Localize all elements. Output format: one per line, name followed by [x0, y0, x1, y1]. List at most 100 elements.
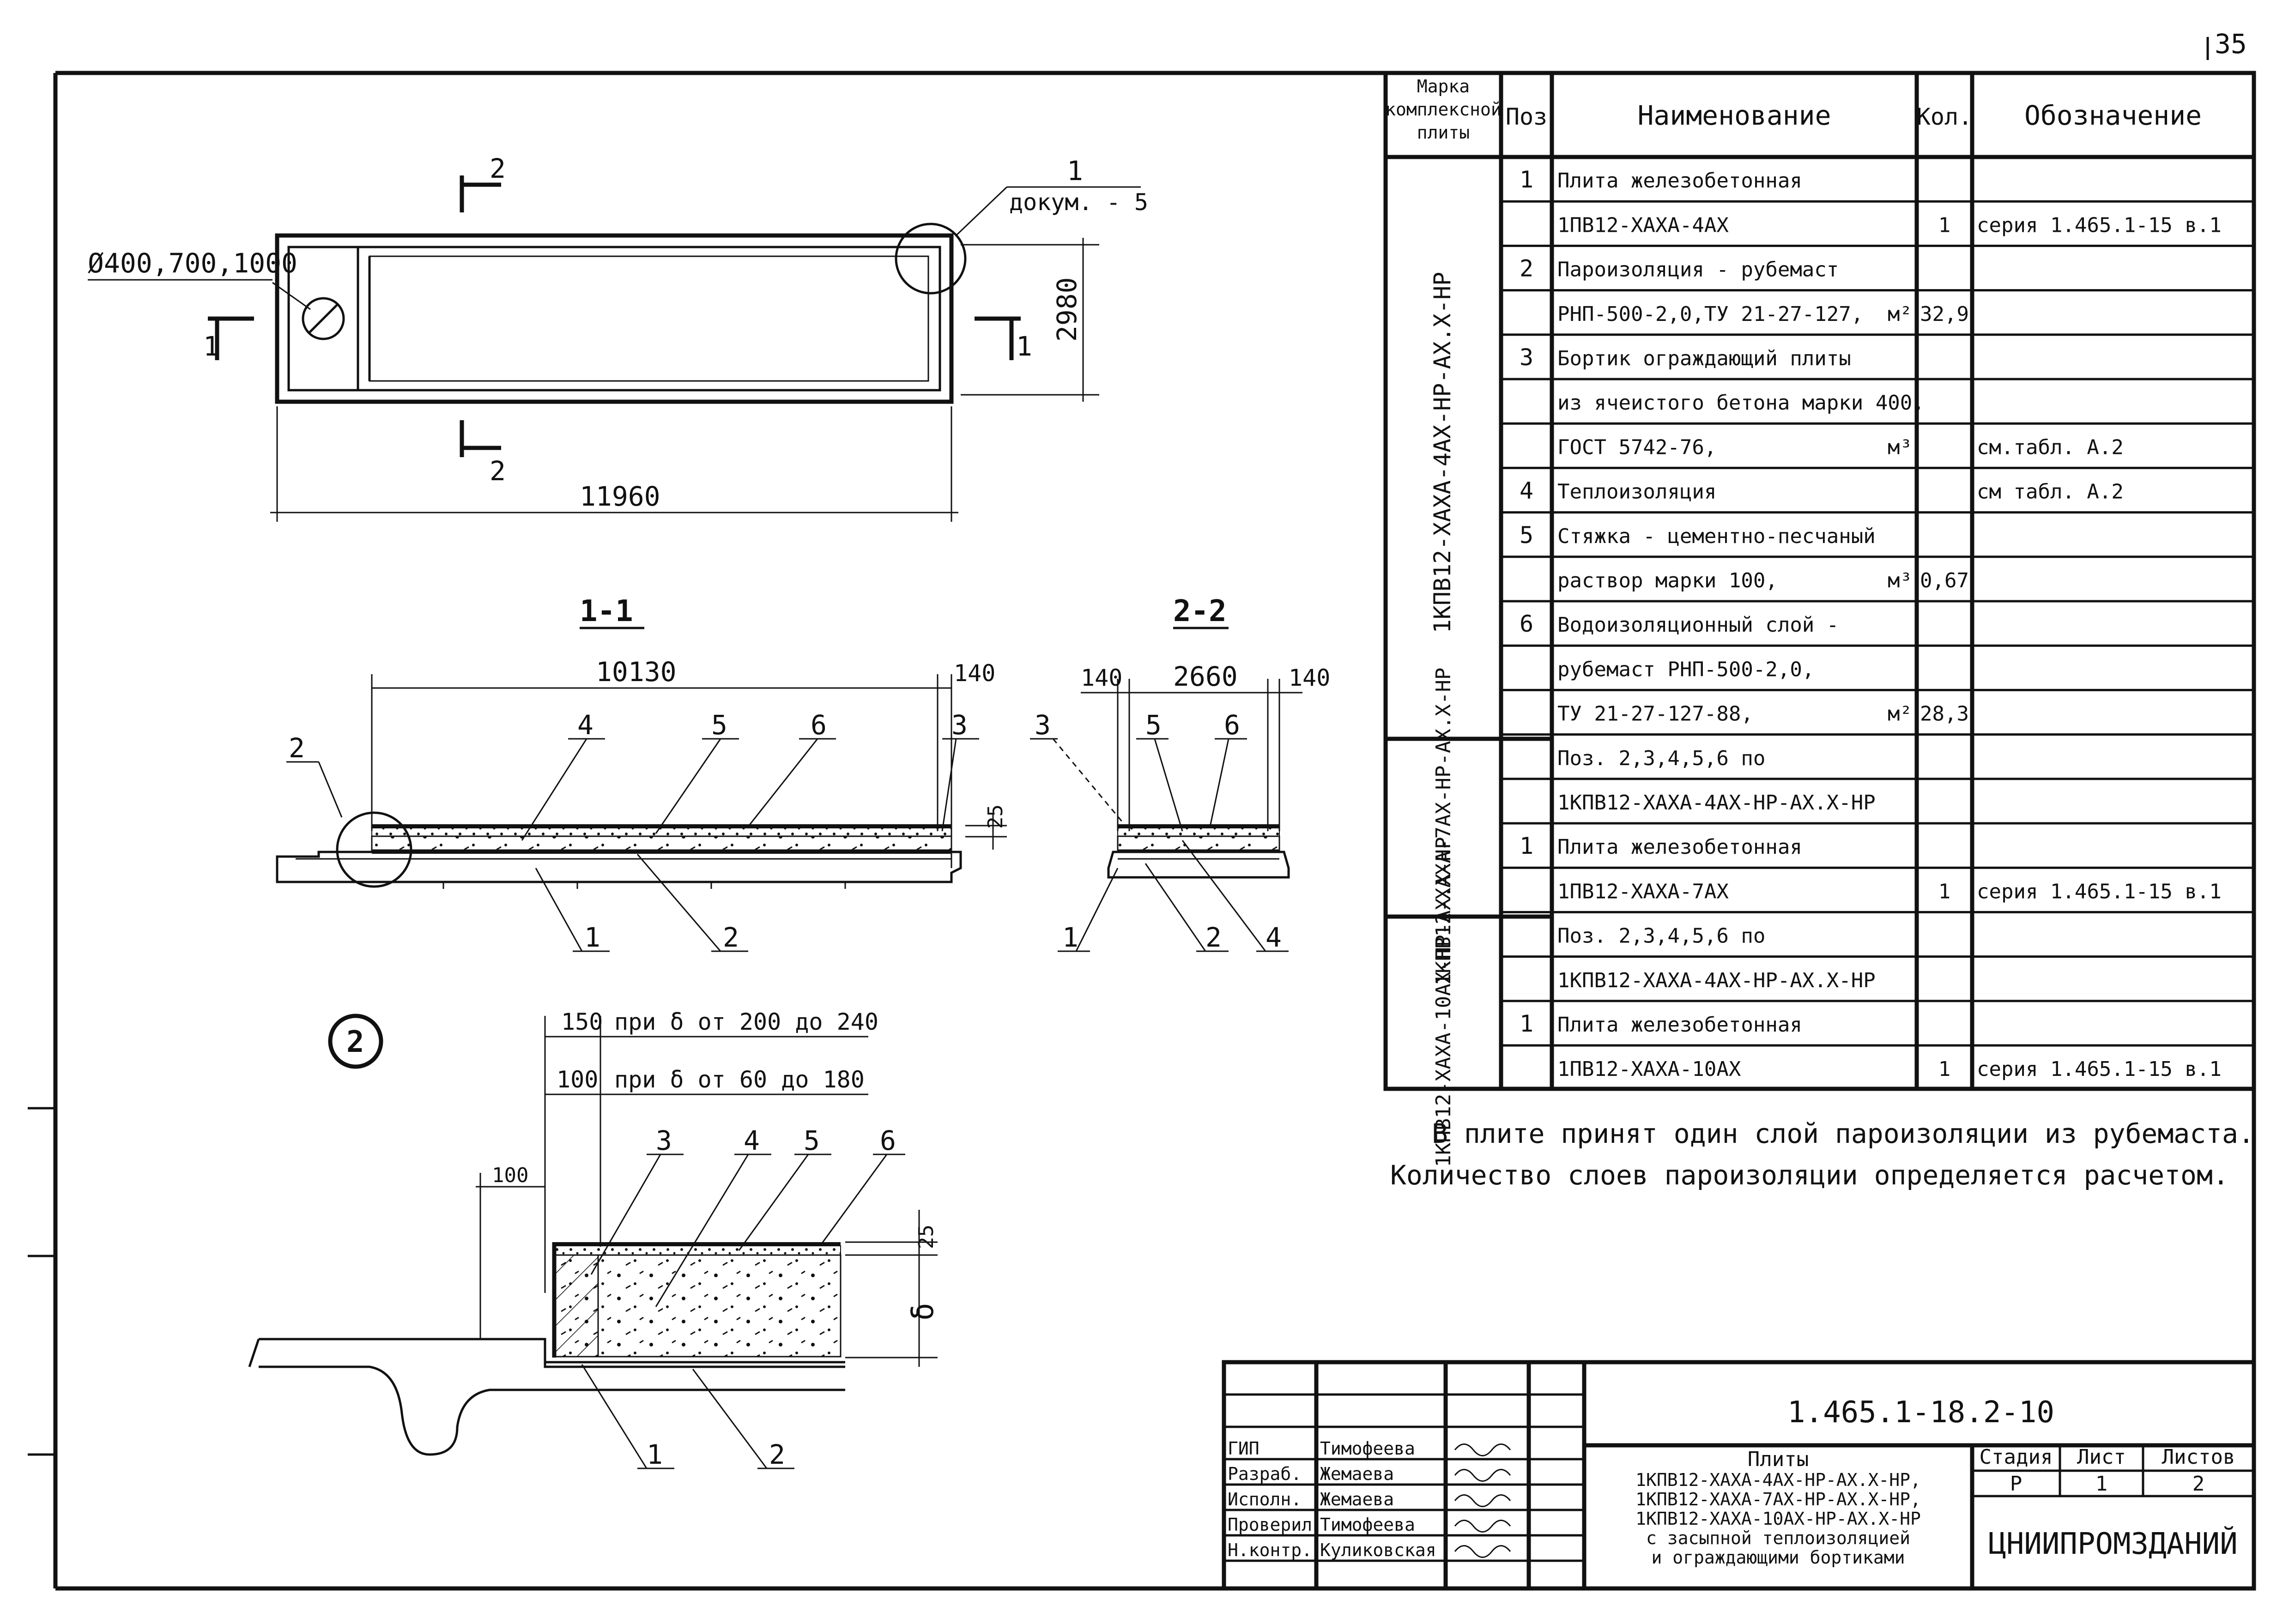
tb-desc-3: 1КПВ12-ХАХА-7АХ-НР-АХ.Х-НР,: [1635, 1489, 1921, 1509]
spec-pos: 5: [1520, 522, 1533, 549]
s22-callout-5: 5: [1145, 709, 1162, 741]
group-label-3: 1КПВ12-ХАХА-10АХ-НР-АХ.Х-НР: [1432, 837, 1455, 1167]
section-mark-1-left: 1: [203, 331, 219, 362]
callout-5: 5: [711, 709, 727, 741]
tb-desc-5: с засыпной теплоизоляцией: [1646, 1528, 1910, 1548]
tb-name: Тимофеева: [1320, 1438, 1415, 1459]
plan-length-dim: 11960: [580, 481, 660, 512]
detail-callout-3: 3: [656, 1125, 672, 1156]
spec-name: Плита железобетонная: [1557, 835, 1802, 859]
spec-name: Поз. 2,3,4,5,6 по: [1557, 924, 1765, 948]
spec-name: Теплоизоляция: [1557, 480, 1716, 504]
detail-callout-6: 6: [880, 1125, 896, 1156]
tb-stage-label: Стадия: [1980, 1445, 2053, 1469]
detail-dim-100: 100: [557, 1066, 598, 1093]
section-1-1-main-dim: 10130: [596, 656, 677, 688]
tb-stage: Р: [2010, 1472, 2023, 1496]
hole-diameter-label: Ø400,700,1000: [88, 248, 297, 279]
detail-dim-delta: δ: [906, 1303, 940, 1321]
spec-qty: 28,3: [1920, 702, 1969, 726]
detail-note-150: при δ от 200 до 240: [614, 1008, 878, 1035]
spec-name: ТУ 21-27-127-88,: [1557, 702, 1753, 726]
callout-2: 2: [289, 732, 305, 764]
spec-name: рубемаст РНП-500-2,0,: [1557, 658, 1814, 681]
section-mark-1-right: 1: [1016, 331, 1032, 362]
opening-symbol: [302, 297, 345, 340]
section-2-2-main-dim: 2660: [1173, 661, 1238, 692]
header-brand-line2: комплексной: [1385, 99, 1502, 120]
spec-designation: см.табл. А.2: [1977, 435, 2124, 459]
detail-2-number: 2: [346, 1025, 364, 1059]
spec-table: Марка комплексной плиты Поз Наименование…: [1383, 71, 2256, 1167]
spec-designation: серия 1.465.1-15 в.1: [1977, 213, 2222, 237]
tb-sheets: 2: [2192, 1472, 2205, 1496]
detail-2: 2 150 при δ от 200 до 240 100 при δ от 6…: [248, 1008, 940, 1470]
tb-role: Разраб.: [1228, 1464, 1302, 1484]
detail-ref: 1: [1067, 155, 1083, 187]
spec-unit: м²: [1888, 702, 1912, 726]
signature-mark: [1454, 1469, 1511, 1482]
spec-pos: 3: [1520, 344, 1533, 371]
spec-designation: серия 1.465.1-15 в.1: [1977, 880, 2222, 903]
spec-name: 1КПВ12-ХАХА-4АХ-НР-АХ.Х-НР: [1557, 791, 1876, 815]
tb-sheets-label: Листов: [2162, 1445, 2235, 1469]
spec-name: Поз. 2,3,4,5,6 по: [1557, 747, 1765, 770]
detail-callout-circle: [895, 223, 967, 295]
header-designation: Обозначение: [2024, 100, 2202, 131]
section-1-1: 1-1 10130 140 25 2 4 5 6 3: [276, 594, 1007, 953]
detail-note-100: при δ от 60 до 180: [614, 1066, 865, 1093]
spec-designation: серия 1.465.1-15 в.1: [1977, 1057, 2222, 1081]
tb-desc-2: 1КПВ12-ХАХА-4АХ-НР-АХ.Х-НР,: [1635, 1470, 1921, 1490]
header-qty: Кол.: [1917, 103, 1972, 130]
callout-3: 3: [951, 709, 968, 741]
tb-organization: ЦНИИПРОМЗДАНИЙ: [1988, 1526, 2237, 1561]
spec-name: РНП-500-2,0,ТУ 21-27-127,: [1557, 302, 1863, 326]
tb-role: Исполн.: [1228, 1489, 1302, 1509]
section-mark-2-bottom: 2: [490, 455, 506, 487]
tb-name: Тимофеева: [1320, 1515, 1415, 1535]
section-2-2-right-dim: 140: [1289, 664, 1330, 691]
note-line-2: Количество слоев пароизоляции определяет…: [1390, 1159, 2229, 1191]
spec-name: Плита железобетонная: [1557, 1013, 1802, 1037]
spec-name: из ячеистого бетона марки 400,: [1557, 391, 1925, 415]
section-1-1-thk-dim: 25: [984, 804, 1007, 829]
tb-desc-1: Плиты: [1748, 1448, 1809, 1471]
spec-qty: 1: [1938, 880, 1951, 903]
tb-role: ГИП: [1228, 1438, 1260, 1459]
signature-mark: [1454, 1443, 1511, 1456]
spec-name: 1ПВ12-ХАХА-7АХ: [1557, 880, 1729, 903]
signature-mark: [1454, 1545, 1511, 1558]
spec-name: 1ПВ12-ХАХА-4АХ: [1557, 213, 1729, 237]
s22-callout-4: 4: [1266, 922, 1282, 953]
spec-pos: 2: [1520, 255, 1533, 282]
spec-name: Бортик ограждающий плиты: [1557, 347, 1851, 370]
tb-name: Жемаева: [1320, 1489, 1394, 1509]
tb-role: Проверил: [1228, 1515, 1312, 1535]
section-2-2-title: 2-2: [1173, 594, 1227, 628]
document-code: 1.465.1-18.2-10: [1787, 1395, 2054, 1430]
notes: В плите принят один слой пароизоляции из…: [1390, 1118, 2254, 1191]
signature-mark: [1454, 1494, 1511, 1507]
spec-qty: 32,9: [1920, 302, 1969, 326]
group-label-2: 1КПВ12-ХАХА-7АХ-НР-АХ.Х-НР: [1432, 668, 1455, 986]
detail-2-circle: [328, 1014, 383, 1069]
header-brand-line3: плиты: [1417, 122, 1470, 143]
callout-4: 4: [577, 709, 593, 741]
tb-name: Жемаева: [1320, 1464, 1394, 1484]
tb-sheet-label: Лист: [2077, 1445, 2126, 1469]
sheet-number: 35: [2215, 28, 2247, 60]
spec-name: 1КПВ12-ХАХА-4АХ-НР-АХ.Х-НР: [1557, 969, 1876, 992]
spec-name: Плита железобетонная: [1557, 169, 1802, 193]
tb-sheet: 1: [2095, 1472, 2108, 1496]
callout-1: 1: [584, 922, 600, 953]
detail-callout-1: 1: [647, 1439, 663, 1470]
spec-name: Пароизоляция - рубемаст: [1557, 258, 1839, 282]
section-mark-2-top: 2: [490, 153, 506, 184]
spec-name: раствор марки 100,: [1557, 569, 1778, 592]
spec-pos: 4: [1520, 477, 1533, 504]
s22-callout-3: 3: [1035, 709, 1051, 741]
spec-unit: м³: [1888, 435, 1912, 459]
spec-pos: 1: [1520, 166, 1533, 193]
